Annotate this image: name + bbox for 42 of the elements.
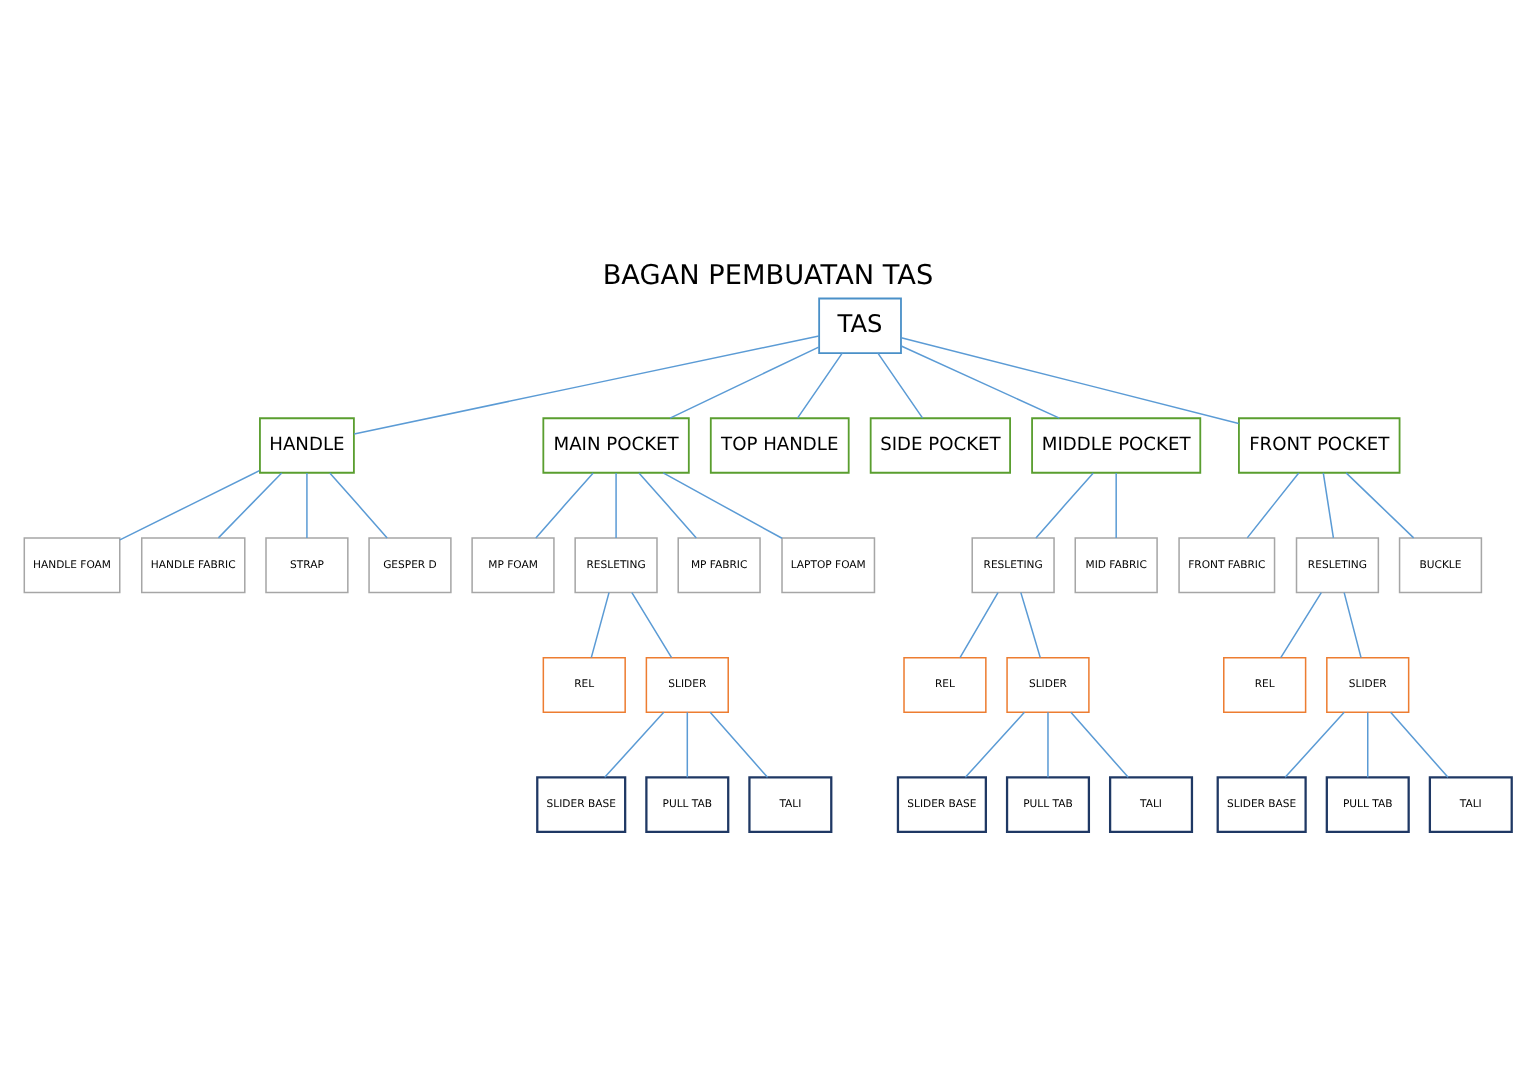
connector [638, 471, 698, 538]
connector [669, 345, 820, 418]
connector [119, 468, 261, 540]
connector [709, 710, 769, 778]
connector [1343, 590, 1362, 658]
connector [535, 471, 594, 538]
connector [1047, 710, 1049, 778]
node-box: TOP HANDLE [709, 416, 850, 473]
connector [1367, 710, 1369, 778]
connector [1284, 710, 1345, 778]
connector [1020, 590, 1042, 658]
connector [1389, 710, 1449, 778]
connector [1322, 471, 1335, 538]
connector [796, 351, 843, 418]
connector [900, 336, 1240, 424]
connector [1345, 471, 1415, 538]
connector [329, 471, 388, 538]
node-box: TAS [818, 296, 902, 353]
connector [306, 471, 308, 538]
connector [686, 710, 689, 778]
connector [353, 334, 820, 434]
connector [1070, 710, 1129, 778]
connector [1246, 471, 1300, 538]
diagram-title: BAGAN PEMBUATAN TAS [602, 258, 934, 291]
connector [603, 710, 665, 778]
node-box: FRONT POCKET [1238, 416, 1401, 473]
connector [662, 471, 783, 539]
connector [900, 344, 1061, 418]
connector [964, 710, 1026, 778]
connector [631, 590, 673, 658]
connector [1035, 471, 1095, 538]
connector [877, 351, 924, 418]
connector [590, 590, 610, 658]
connector [615, 471, 617, 538]
connector [959, 590, 999, 658]
node-box: MAIN POCKET [542, 416, 690, 473]
connector [1115, 471, 1117, 538]
node-box: SIDE POCKET [869, 416, 1011, 473]
connector [1280, 590, 1323, 658]
node-box: MIDDLE POCKET [1031, 416, 1202, 473]
connector [217, 471, 283, 538]
node-box: HANDLE [259, 416, 355, 473]
